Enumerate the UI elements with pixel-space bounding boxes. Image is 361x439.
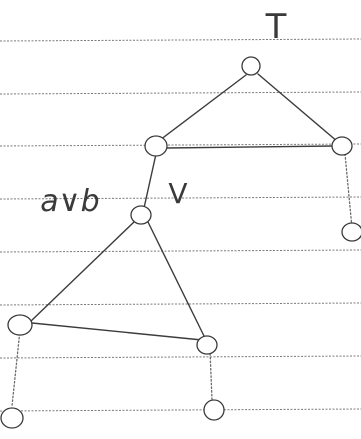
node-right-bottom (341, 222, 361, 242)
ruled-line (0, 91, 361, 95)
ruled-line (0, 196, 361, 200)
node-upper-left (144, 135, 168, 157)
ruled-line (0, 302, 361, 306)
edge-root-left (159, 74, 247, 141)
edge-left-to-mid (143, 153, 157, 209)
node-bottom-right (203, 399, 225, 421)
node-upper-right (331, 136, 353, 156)
edge-mid-lower-left (29, 221, 135, 323)
ruled-line (0, 355, 361, 359)
edge-horizontal-upper (165, 145, 335, 149)
edge-lower-left-dotted (11, 329, 21, 407)
label-node-left: a∨b (40, 184, 99, 219)
edge-right-dotted-down (344, 153, 353, 229)
node-lower-right (196, 335, 218, 355)
ruled-line (0, 38, 361, 42)
edge-root-right (257, 73, 339, 143)
ruled-line (0, 249, 361, 253)
edge-lower-right-dotted (209, 349, 213, 401)
node-bottom-left (0, 407, 24, 429)
edge-horizontal-lower (31, 322, 203, 341)
edge-mid-lower-right (147, 221, 207, 341)
ruled-line (0, 408, 361, 412)
node-lower-left (7, 314, 33, 336)
label-top: T (265, 7, 287, 47)
ruled-line (0, 143, 361, 147)
edges (11, 73, 353, 407)
label-node-right: V (168, 177, 187, 210)
node-middle (130, 205, 152, 225)
nodes (0, 56, 361, 429)
ruled-lines (0, 38, 361, 412)
node-root (241, 56, 261, 76)
